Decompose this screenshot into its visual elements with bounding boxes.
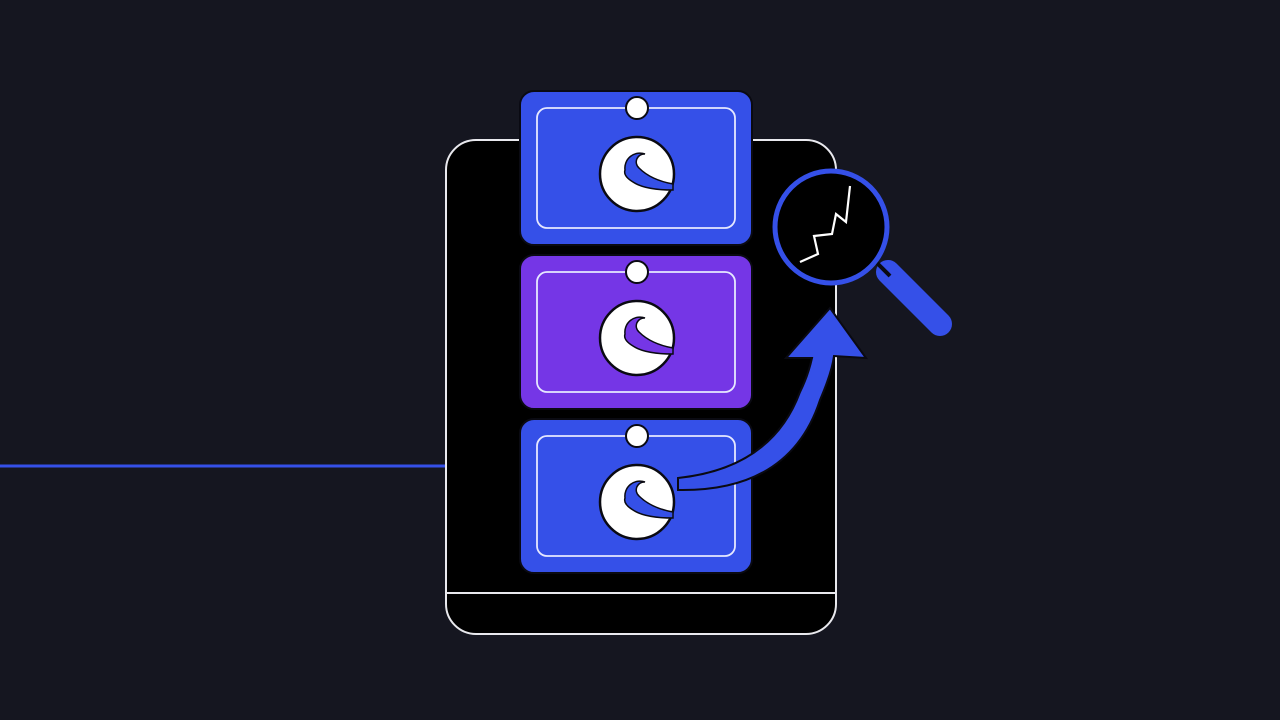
arrow-body <box>677 306 869 492</box>
card-stack <box>519 90 753 574</box>
card-pin <box>625 424 649 448</box>
card-pin <box>625 260 649 284</box>
magnifier-handle <box>876 260 952 336</box>
card-bottom <box>519 418 753 574</box>
magnifying-glass-icon <box>772 168 952 336</box>
magnifier-ring <box>772 168 890 286</box>
coin-logo-icon <box>598 463 676 541</box>
coin-logo-icon <box>598 135 676 213</box>
card-middle <box>519 254 753 410</box>
magnifier-handle-outline <box>874 260 892 278</box>
coin-logo-icon <box>598 299 676 377</box>
card-pin <box>625 96 649 120</box>
trend-line-icon <box>799 185 852 264</box>
up-arrow-icon <box>677 306 869 492</box>
card-top <box>519 90 753 246</box>
